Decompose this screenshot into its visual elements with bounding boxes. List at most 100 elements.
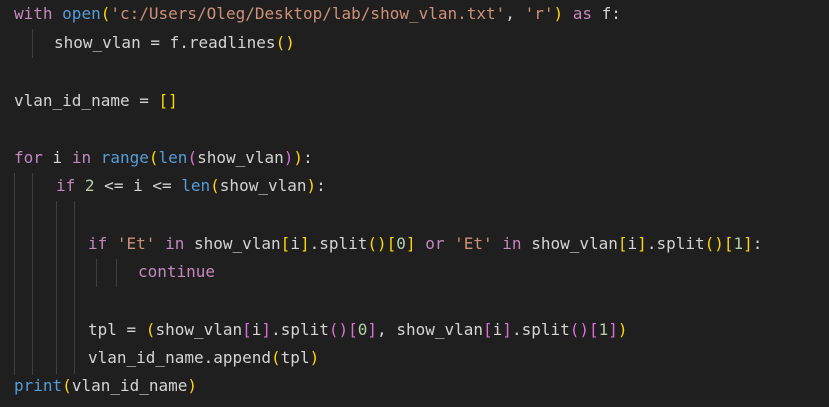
space	[75, 176, 85, 195]
bracket: [	[617, 234, 628, 253]
indent-guide	[116, 259, 117, 287]
bracket: ]	[405, 234, 416, 253]
punct: ,	[505, 4, 525, 23]
bracket: ]	[637, 234, 647, 253]
keyword-in: in	[502, 234, 522, 253]
keyword-in: in	[71, 148, 92, 167]
identifier: i	[492, 320, 503, 339]
bracket: []	[158, 91, 178, 110]
indent-guide	[32, 29, 33, 58]
number: 1	[598, 320, 609, 339]
identifier: i	[42, 148, 72, 167]
punct: :	[303, 148, 313, 167]
number: 2	[84, 176, 95, 195]
bracket: )	[306, 176, 317, 195]
bracket: ]	[608, 320, 618, 339]
identifier: f:	[592, 4, 621, 23]
bracket: ()	[367, 234, 387, 253]
bracket: ]	[743, 234, 753, 253]
statement: vlan_id_name.append	[88, 348, 272, 367]
identifier: show_vlan	[521, 234, 618, 253]
bracket: (	[145, 320, 156, 339]
bracket: [	[723, 234, 734, 253]
method-split: .split	[309, 234, 368, 253]
string-mode: 'r'	[524, 4, 554, 23]
bracket: ]	[502, 320, 512, 339]
punct: :	[752, 234, 763, 253]
identifier: i	[251, 320, 262, 339]
keyword-if: if	[56, 176, 76, 195]
code-line-7: if 2 <= i <= len(show_vlan):	[56, 172, 326, 201]
keyword-as: as	[563, 4, 593, 23]
code-line-2: show_vlan = f.readlines()	[54, 29, 295, 58]
space	[416, 234, 426, 253]
keyword-for: for	[14, 148, 43, 167]
number: 0	[396, 234, 406, 253]
string-et: 'Et'	[116, 234, 156, 253]
identifier: , show_vlan	[377, 320, 484, 339]
bracket: )	[187, 376, 198, 395]
space	[91, 148, 101, 167]
bracket: ]	[299, 234, 310, 253]
bracket: )	[293, 148, 304, 167]
bracket: (	[210, 176, 220, 195]
number: 1	[733, 234, 744, 253]
bracket: )	[283, 148, 294, 167]
string-et: 'Et'	[454, 234, 493, 253]
code-line-12: tpl = (show_vlan[i].split()[0], show_vla…	[88, 316, 628, 345]
code-line-6: for i in range(len(show_vlan)):	[14, 144, 313, 173]
number: 0	[357, 320, 368, 339]
bracket: (	[62, 376, 72, 395]
bracket: [	[348, 320, 358, 339]
indent-guide	[56, 201, 57, 374]
builtin-print: print	[14, 376, 63, 395]
code-line-14: print(vlan_id_name)	[14, 372, 197, 401]
bracket: ()	[275, 33, 295, 52]
method-split: .split	[511, 320, 570, 339]
bracket: [	[242, 320, 252, 339]
space	[493, 234, 503, 253]
bracket: [	[280, 234, 291, 253]
identifier: show_vlan	[219, 176, 307, 195]
bracket: [	[386, 234, 397, 253]
bracket: (	[271, 348, 281, 367]
space	[107, 234, 117, 253]
bracket: )	[309, 348, 320, 367]
keyword-if: if	[88, 234, 108, 253]
code-line-1: with open('c:/Users/Oleg/Desktop/lab/sho…	[14, 0, 621, 29]
statement: show_vlan = f.readlines	[54, 33, 276, 52]
bracket: (	[100, 4, 111, 23]
bracket: (	[187, 148, 198, 167]
indent-guide	[14, 173, 15, 375]
keyword-or: or	[425, 234, 445, 253]
bracket: ()	[328, 320, 349, 339]
builtin-open: open	[62, 4, 101, 23]
bracket: [	[483, 320, 493, 339]
statement: vlan_id_name =	[14, 91, 159, 110]
identifier: i	[627, 234, 638, 253]
code-line-4: vlan_id_name = []	[14, 87, 178, 116]
bracket: )	[617, 320, 628, 339]
keyword-continue: continue	[138, 262, 216, 281]
method-split: .split	[646, 234, 705, 253]
indent-guide	[32, 173, 33, 375]
identifier: show_vlan	[197, 148, 284, 167]
identifier: vlan_id_name	[71, 376, 188, 395]
keyword-in: in	[165, 234, 185, 253]
code-line-10: continue	[138, 258, 215, 287]
bracket: (	[148, 148, 159, 167]
bracket: )	[553, 4, 564, 23]
indent-guide	[74, 201, 75, 374]
code-line-9: if 'Et' in show_vlan[i].split()[0] or 'E…	[88, 230, 762, 259]
code-line-13: vlan_id_name.append(tpl)	[88, 344, 319, 373]
identifier: tpl	[280, 348, 310, 367]
indent-guide	[96, 259, 97, 287]
identifier: i	[290, 234, 300, 253]
bracket: ]	[367, 320, 378, 339]
bracket: ]	[261, 320, 272, 339]
keyword-with: with	[14, 4, 53, 23]
identifier: show_vlan	[184, 234, 281, 253]
builtin-len: len	[158, 148, 188, 167]
string-path: 'c:/Users/Oleg/Desktop/lab/show_vlan.txt…	[110, 4, 506, 23]
